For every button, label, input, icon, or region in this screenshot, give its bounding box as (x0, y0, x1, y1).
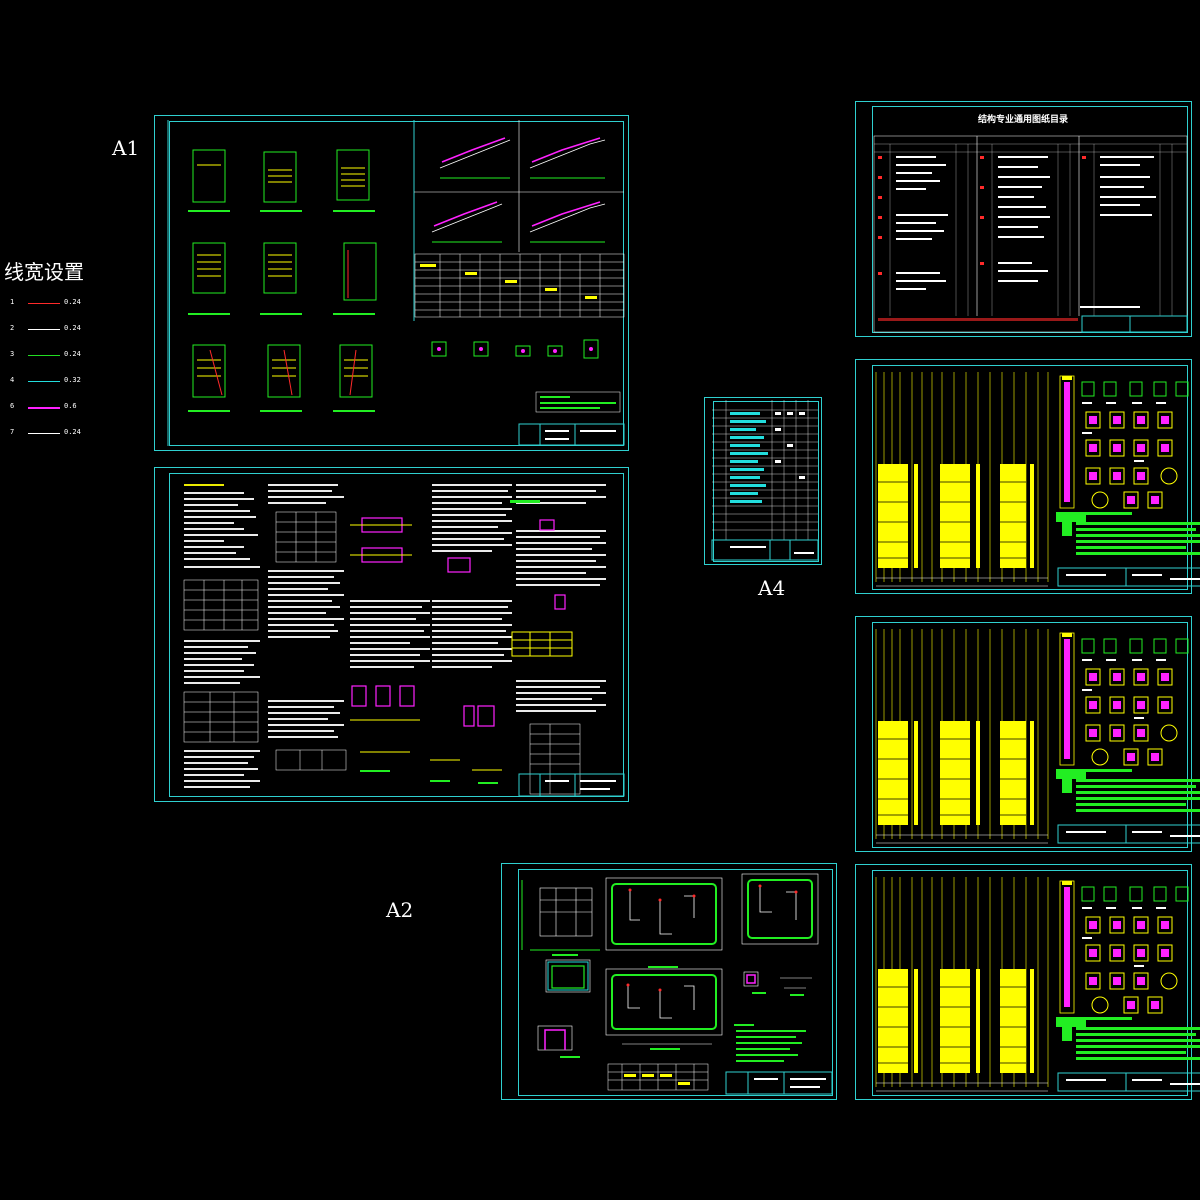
drawing-sheet-general-notes (154, 467, 629, 802)
drawing-sheet-stair-plans (154, 115, 629, 451)
sheet-label-a1: A1 (112, 136, 140, 160)
drawing-sheet-column-schedule-1 (855, 359, 1192, 594)
line-width-title: 线宽设置 (4, 260, 84, 284)
line-width-row: 1 0.24 (10, 298, 81, 306)
line-width-row: 4 0.32 (10, 376, 81, 384)
index-sheet-title: 结构专业通用图纸目录 (978, 115, 1069, 125)
drawing-sheet-column-schedule-3 (855, 864, 1192, 1100)
drawing-sheet-a4-list (704, 397, 822, 565)
line-width-row: 2 0.24 (10, 324, 81, 332)
drawing-sheet-pit-plan (501, 863, 837, 1100)
line-width-row: 6 0.6 (10, 402, 77, 410)
line-width-row: 7 0.24 (10, 428, 81, 436)
sheet-label-a4: A4 (758, 576, 786, 600)
drawing-sheet-column-schedule-2 (855, 616, 1192, 852)
sheet-label-a2: A2 (386, 898, 414, 922)
drawing-sheet-index (855, 101, 1192, 337)
line-width-row: 3 0.24 (10, 350, 81, 358)
